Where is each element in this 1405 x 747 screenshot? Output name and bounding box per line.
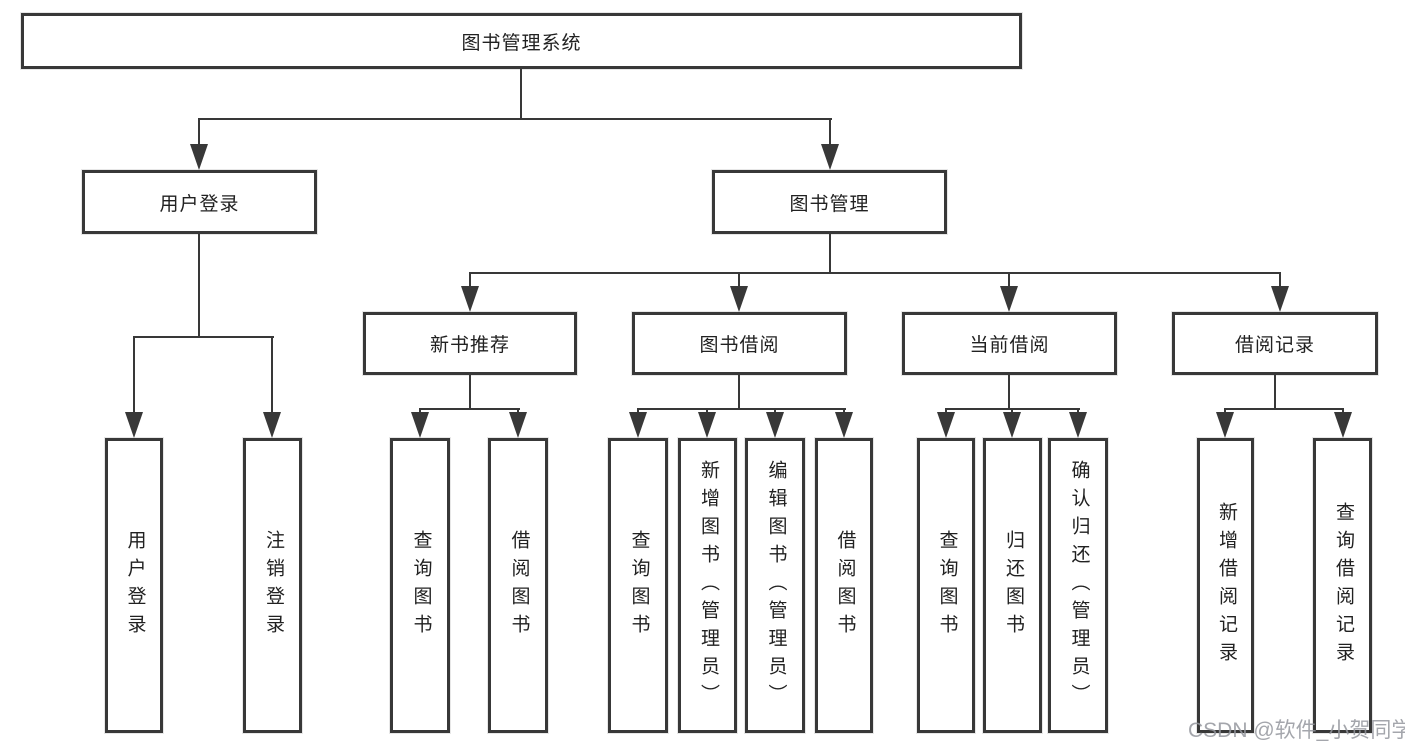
connector-line: [520, 68, 522, 119]
node-book-management-label: 图书管理: [789, 193, 870, 215]
connector-line: [637, 408, 846, 410]
leaf-confirm-return-admin-label: 确认归还（管理员）: [1068, 459, 1090, 712]
arrow-down-icon: [411, 412, 429, 438]
arrow-down-icon: [1271, 286, 1289, 312]
arrow-down-icon: [730, 286, 748, 312]
node-borrowing-records-label: 借阅记录: [1234, 335, 1315, 356]
arrow-down-icon: [1334, 412, 1352, 438]
arrow-down-icon: [461, 286, 479, 312]
node-root: 图书管理系统: [21, 13, 1022, 69]
leaf-user-login-label: 用户登录: [124, 529, 146, 642]
connector-line: [1224, 408, 1344, 410]
arrow-down-icon: [1000, 286, 1018, 312]
connector-line: [419, 408, 520, 410]
connector-line: [738, 272, 740, 290]
leaf-user-login: 用户登录: [105, 438, 163, 733]
connector-line: [738, 375, 740, 410]
leaf-edit-books-admin-label: 编辑图书（管理员）: [765, 459, 787, 712]
node-user-login-group: 用户登录: [82, 170, 317, 234]
leaf-current-query-books-label: 查询图书: [936, 529, 958, 642]
arrow-down-icon: [1069, 412, 1087, 438]
connector-line: [1008, 272, 1010, 290]
leaf-borrowing-borrow-books-label: 借阅图书: [834, 529, 856, 642]
connector-line: [829, 233, 831, 274]
node-current-borrowing: 当前借阅: [902, 312, 1117, 375]
node-current-borrowing-label: 当前借阅: [969, 335, 1050, 356]
arrow-down-icon: [821, 144, 839, 170]
leaf-add-books-admin-label: 新增图书（管理员）: [697, 459, 719, 712]
leaf-return-books: 归还图书: [983, 438, 1042, 733]
arrow-down-icon: [937, 412, 955, 438]
arrow-down-icon: [190, 144, 208, 170]
node-new-book-recommend-label: 新书推荐: [429, 335, 510, 356]
leaf-confirm-return-admin: 确认归还（管理员）: [1048, 438, 1108, 733]
leaf-borrowing-query-books: 查询图书: [608, 438, 668, 733]
leaf-add-borrow-record-label: 新增借阅记录: [1215, 501, 1237, 670]
connector-line: [469, 272, 471, 290]
leaf-return-books-label: 归还图书: [1002, 529, 1024, 642]
leaf-add-borrow-record: 新增借阅记录: [1197, 438, 1254, 733]
connector-line: [198, 233, 200, 338]
arrow-down-icon: [698, 412, 716, 438]
node-root-label: 图书管理系统: [461, 32, 582, 54]
connector-line: [271, 336, 273, 414]
leaf-newbook-query-books: 查询图书: [390, 438, 450, 733]
node-book-management: 图书管理: [712, 170, 947, 234]
connector-line: [469, 375, 471, 410]
node-book-borrowing-label: 图书借阅: [699, 335, 780, 356]
leaf-edit-books-admin: 编辑图书（管理员）: [745, 438, 805, 733]
arrow-down-icon: [1216, 412, 1234, 438]
connector-line: [1008, 375, 1010, 410]
connector-line: [198, 118, 832, 120]
leaf-borrowing-query-books-label: 查询图书: [628, 529, 650, 642]
leaf-newbook-borrow-books-label: 借阅图书: [508, 529, 530, 642]
connector-line: [133, 336, 135, 414]
leaf-borrowing-borrow-books: 借阅图书: [815, 438, 873, 733]
leaf-query-borrow-record: 查询借阅记录: [1313, 438, 1372, 733]
csdn-watermark: CSDN @软件_小贺同学: [1188, 719, 1405, 742]
leaf-logout-label: 注销登录: [262, 529, 284, 642]
leaf-newbook-borrow-books: 借阅图书: [488, 438, 548, 733]
connector-line: [829, 118, 831, 148]
node-new-book-recommend: 新书推荐: [363, 312, 577, 375]
node-borrowing-records: 借阅记录: [1172, 312, 1378, 375]
leaf-query-borrow-record-label: 查询借阅记录: [1332, 501, 1354, 670]
connector-line: [469, 272, 1281, 274]
leaf-newbook-query-books-label: 查询图书: [410, 529, 432, 642]
node-book-borrowing: 图书借阅: [632, 312, 847, 375]
connector-line: [1279, 272, 1281, 290]
arrow-down-icon: [263, 412, 281, 438]
leaf-logout: 注销登录: [243, 438, 302, 733]
leaf-add-books-admin: 新增图书（管理员）: [678, 438, 737, 733]
leaf-current-query-books: 查询图书: [917, 438, 975, 733]
connector-line: [133, 336, 274, 338]
arrow-down-icon: [1003, 412, 1021, 438]
arrow-down-icon: [509, 412, 527, 438]
connector-line: [1274, 375, 1276, 410]
arrow-down-icon: [125, 412, 143, 438]
connector-line: [198, 118, 200, 148]
arrow-down-icon: [766, 412, 784, 438]
arrow-down-icon: [629, 412, 647, 438]
node-user-login-group-label: 用户登录: [159, 193, 240, 215]
arrow-down-icon: [835, 412, 853, 438]
